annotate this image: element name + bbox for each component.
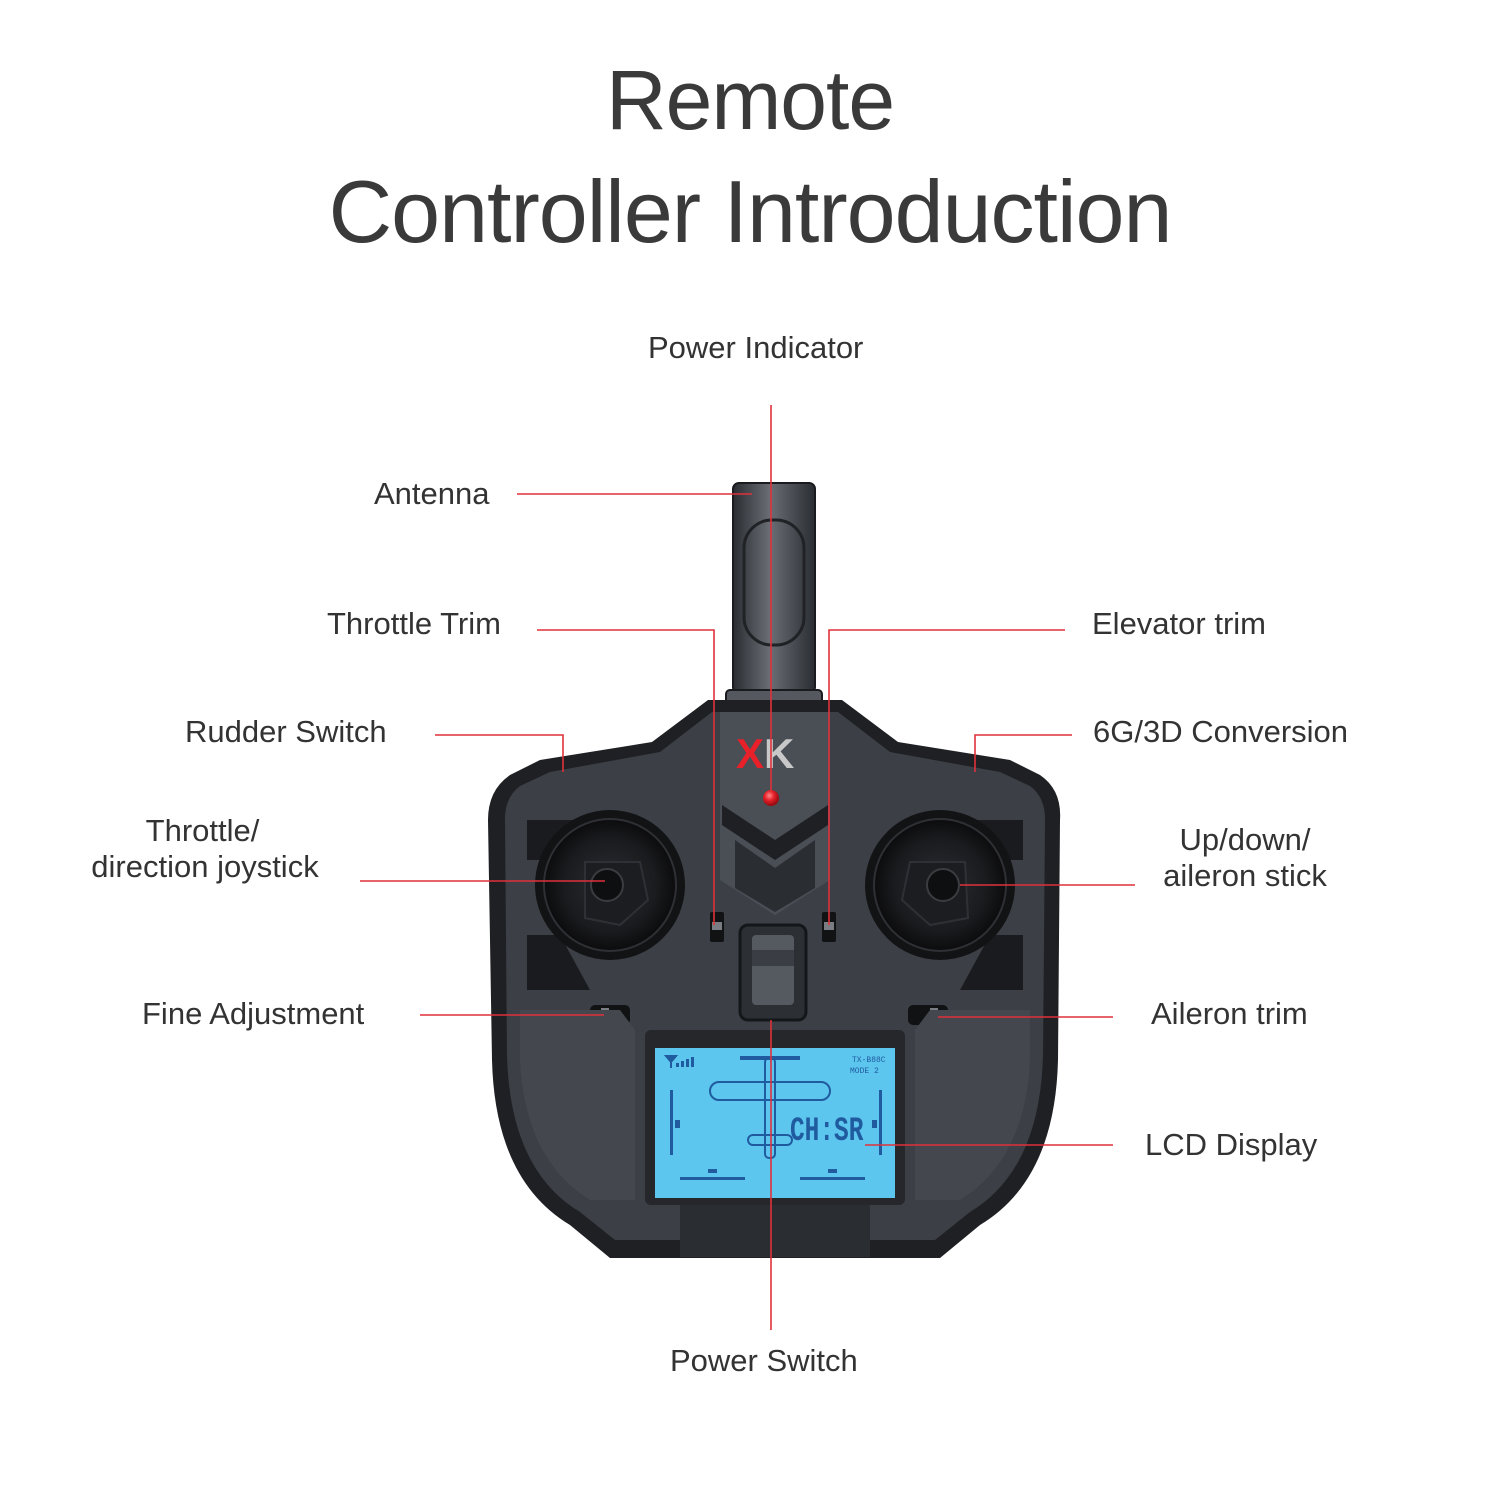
page-title-line-1: Remote bbox=[605, 53, 895, 147]
right-joystick bbox=[865, 810, 1015, 960]
label-aileron-trim: Aileron trim bbox=[1151, 996, 1308, 1031]
label-aileron-stick-line1: Up/down/ bbox=[1179, 822, 1311, 857]
xk-logo: X K bbox=[736, 730, 794, 777]
svg-text:X: X bbox=[736, 730, 764, 777]
label-power-switch: Power Switch bbox=[670, 1343, 858, 1378]
power-switch-shape bbox=[738, 923, 808, 1022]
label-updown-aileron-stick: Up/down/ aileron stick bbox=[1140, 822, 1350, 893]
lcd-screen: TX-B88C MODE 2 CH:SR bbox=[655, 1048, 895, 1198]
label-throttle-line1: Throttle/ bbox=[145, 813, 260, 848]
label-power-indicator: Power Indicator bbox=[648, 330, 864, 365]
label-antenna: Antenna bbox=[374, 476, 490, 511]
label-rudder-switch: Rudder Switch bbox=[185, 714, 387, 749]
label-lcd-display: LCD Display bbox=[1145, 1127, 1318, 1162]
label-fine-adjustment: Fine Adjustment bbox=[142, 996, 365, 1031]
label-elevator-trim: Elevator trim bbox=[1092, 606, 1266, 641]
lcd-channel-text: CH:SR bbox=[790, 1111, 864, 1150]
label-throttle-direction-joystick: Throttle/ direction joystick bbox=[60, 813, 350, 884]
page-title-line-2: Controller Introduction bbox=[328, 162, 1173, 261]
power-led-icon bbox=[763, 790, 779, 806]
label-throttle-trim: Throttle Trim bbox=[327, 606, 501, 641]
leader-lines bbox=[360, 405, 1135, 1330]
label-aileron-stick-line2: aileron stick bbox=[1163, 857, 1327, 893]
lcd-mode-text: MODE 2 bbox=[850, 1067, 879, 1076]
left-joystick bbox=[535, 810, 685, 960]
label-throttle-line2: direction joystick bbox=[91, 848, 319, 884]
label-6g-3d-conversion: 6G/3D Conversion bbox=[1093, 714, 1349, 749]
antenna-shape bbox=[725, 482, 823, 713]
svg-text:K: K bbox=[764, 730, 794, 777]
lcd-model-text: TX-B88C bbox=[852, 1056, 886, 1065]
